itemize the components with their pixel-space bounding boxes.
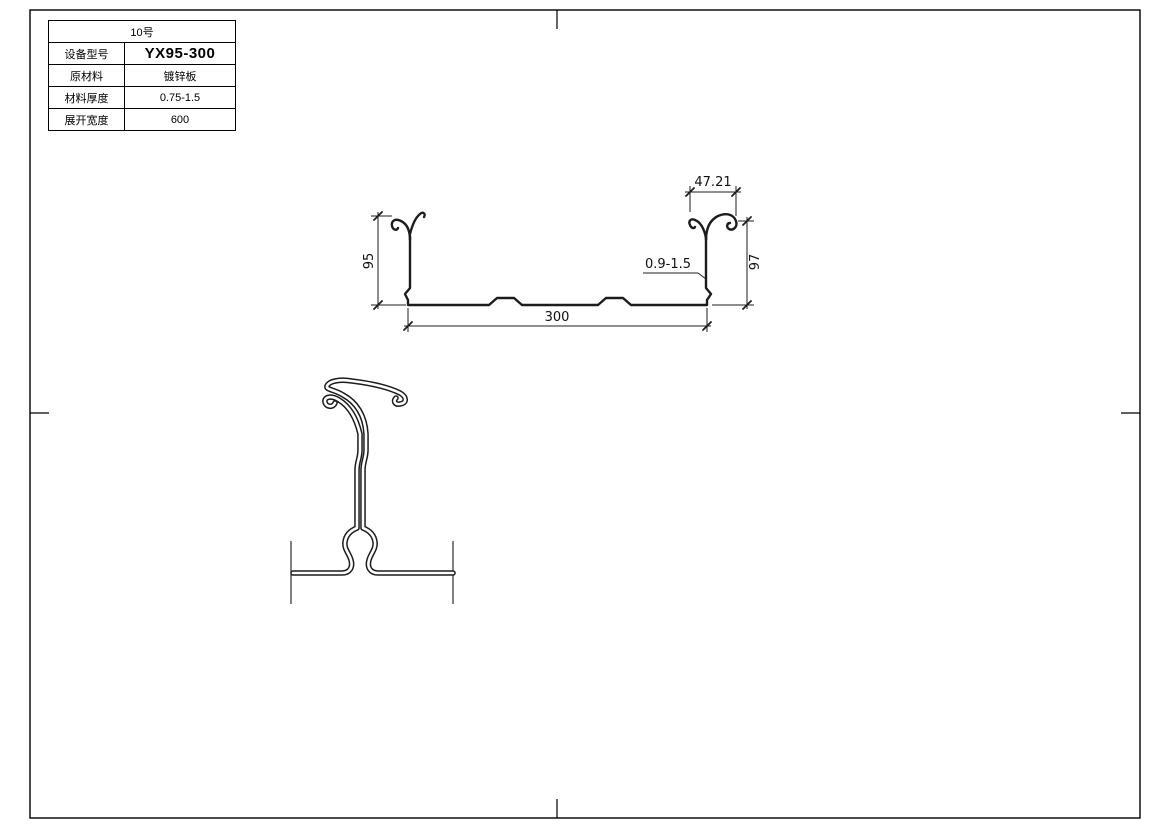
dim-height-left: 95 <box>362 253 377 270</box>
spec-value-coil-width: 600 <box>125 108 235 130</box>
dim-seam-width: 47.21 <box>694 175 731 190</box>
dim-tick <box>731 187 741 197</box>
spec-value-thickness: 0.75-1.5 <box>125 86 235 108</box>
dim-tick <box>742 216 752 226</box>
dim-tick <box>373 300 383 310</box>
profile-outline <box>403 234 713 307</box>
left-seam-lip-icon <box>408 211 426 236</box>
seam-sheet-left-core <box>291 395 362 575</box>
spec-label-model: 设备型号 <box>49 42 125 64</box>
dim-tick <box>742 300 752 310</box>
spec-label-material: 原材料 <box>49 64 125 86</box>
leader-line <box>697 272 707 280</box>
cross-section-drawing <box>390 211 738 307</box>
spec-table: 10号 设备型号 YX95-300 原材料 镀锌板 材料厚度 0.75-1.5 … <box>48 20 236 131</box>
dim-tick <box>702 321 712 331</box>
dim-thickness: 0.9-1.5 <box>645 257 691 272</box>
spec-value-material: 镀锌板 <box>125 64 235 86</box>
right-seam-lip-icon <box>688 218 708 240</box>
dim-tick <box>373 211 383 221</box>
seam-sheet-right-core <box>325 378 455 575</box>
right-seam-hook-icon <box>704 213 738 242</box>
seam-sheet-left <box>290 394 363 576</box>
dimensions: 95 300 97 47.21 0.9-1.5 <box>362 175 763 332</box>
left-seam-hook-icon <box>390 218 412 242</box>
border-frame <box>29 9 1141 819</box>
spec-label-thickness: 材料厚度 <box>49 86 125 108</box>
seam-detail-drawing <box>290 377 456 604</box>
dim-height-right: 97 <box>748 254 763 271</box>
sheet-border <box>29 9 1141 819</box>
spec-value-model: YX95-300 <box>125 42 235 64</box>
dim-tick <box>685 187 695 197</box>
spec-table-title: 10号 <box>130 26 154 39</box>
dim-width: 300 <box>545 310 570 325</box>
dim-tick <box>403 321 413 331</box>
spec-label-coil-width: 展开宽度 <box>49 108 125 130</box>
